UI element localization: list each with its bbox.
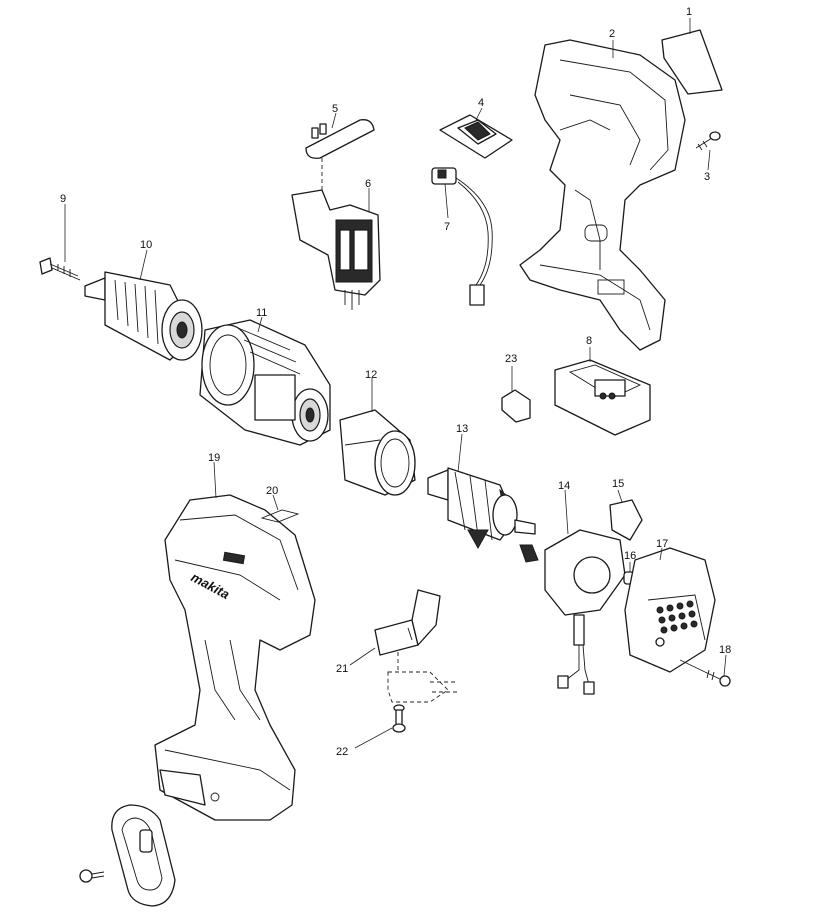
part-8-controller	[554, 347, 651, 436]
callout-1: 1	[686, 6, 692, 18]
callout-7: 7	[444, 221, 450, 233]
callout-2: 2	[609, 28, 615, 40]
callout-9: 9	[60, 193, 66, 205]
part-2-housing-right	[519, 39, 686, 351]
callout-5: 5	[332, 103, 338, 115]
part-6-switch	[291, 188, 381, 310]
callout-22: 22	[336, 746, 348, 758]
callout-4: 4	[478, 97, 484, 109]
callout-13: 13	[456, 423, 468, 435]
belt-hook-screw	[79, 869, 105, 883]
callout-20: 20	[266, 485, 278, 497]
callout-11: 11	[256, 307, 267, 319]
callout-labels: 1 2 3 4 5 6 7 8 9 10 11 12 13 14 15 16 1…	[60, 6, 731, 758]
part-9-screw	[39, 204, 81, 281]
callout-21: 21	[336, 663, 348, 675]
belt-hook	[111, 804, 176, 907]
part-3-screw	[695, 131, 721, 171]
part-11-gear-assembly	[199, 316, 331, 446]
callout-19: 19	[208, 452, 220, 464]
callout-14: 14	[558, 480, 570, 492]
part-1-nameplate	[661, 18, 723, 95]
part-7-led-wire	[431, 167, 493, 306]
callout-18: 18	[719, 644, 731, 656]
callout-3: 3	[704, 171, 710, 183]
part-14-brush-holder	[519, 489, 626, 695]
part-21-terminal-plate	[349, 589, 458, 703]
part-15-brush-clip	[609, 489, 643, 541]
part-20-spring-plate	[260, 494, 300, 523]
callout-6: 6	[365, 178, 371, 190]
callout-10: 10	[140, 239, 152, 251]
part-22-screw	[354, 704, 406, 749]
callout-23: 23	[505, 353, 517, 365]
part-13-armature	[427, 433, 536, 550]
callout-12: 12	[365, 369, 377, 381]
part-12-magnet-sleeve	[339, 378, 416, 496]
callout-16: 16	[624, 550, 636, 562]
rear-cover-vent-grid	[656, 600, 698, 634]
part-10-keyless-chuck	[84, 249, 203, 361]
callout-17: 17	[656, 538, 668, 550]
part-19-housing-left: makita	[154, 461, 316, 821]
part-23-clip	[501, 366, 531, 423]
part-18-screw	[679, 654, 731, 687]
callout-8: 8	[586, 335, 592, 347]
part-5-switch-lever	[305, 112, 375, 190]
callout-15: 15	[612, 478, 624, 490]
part-17-rear-cover	[624, 547, 716, 673]
part-4-switch-cover	[439, 107, 513, 159]
